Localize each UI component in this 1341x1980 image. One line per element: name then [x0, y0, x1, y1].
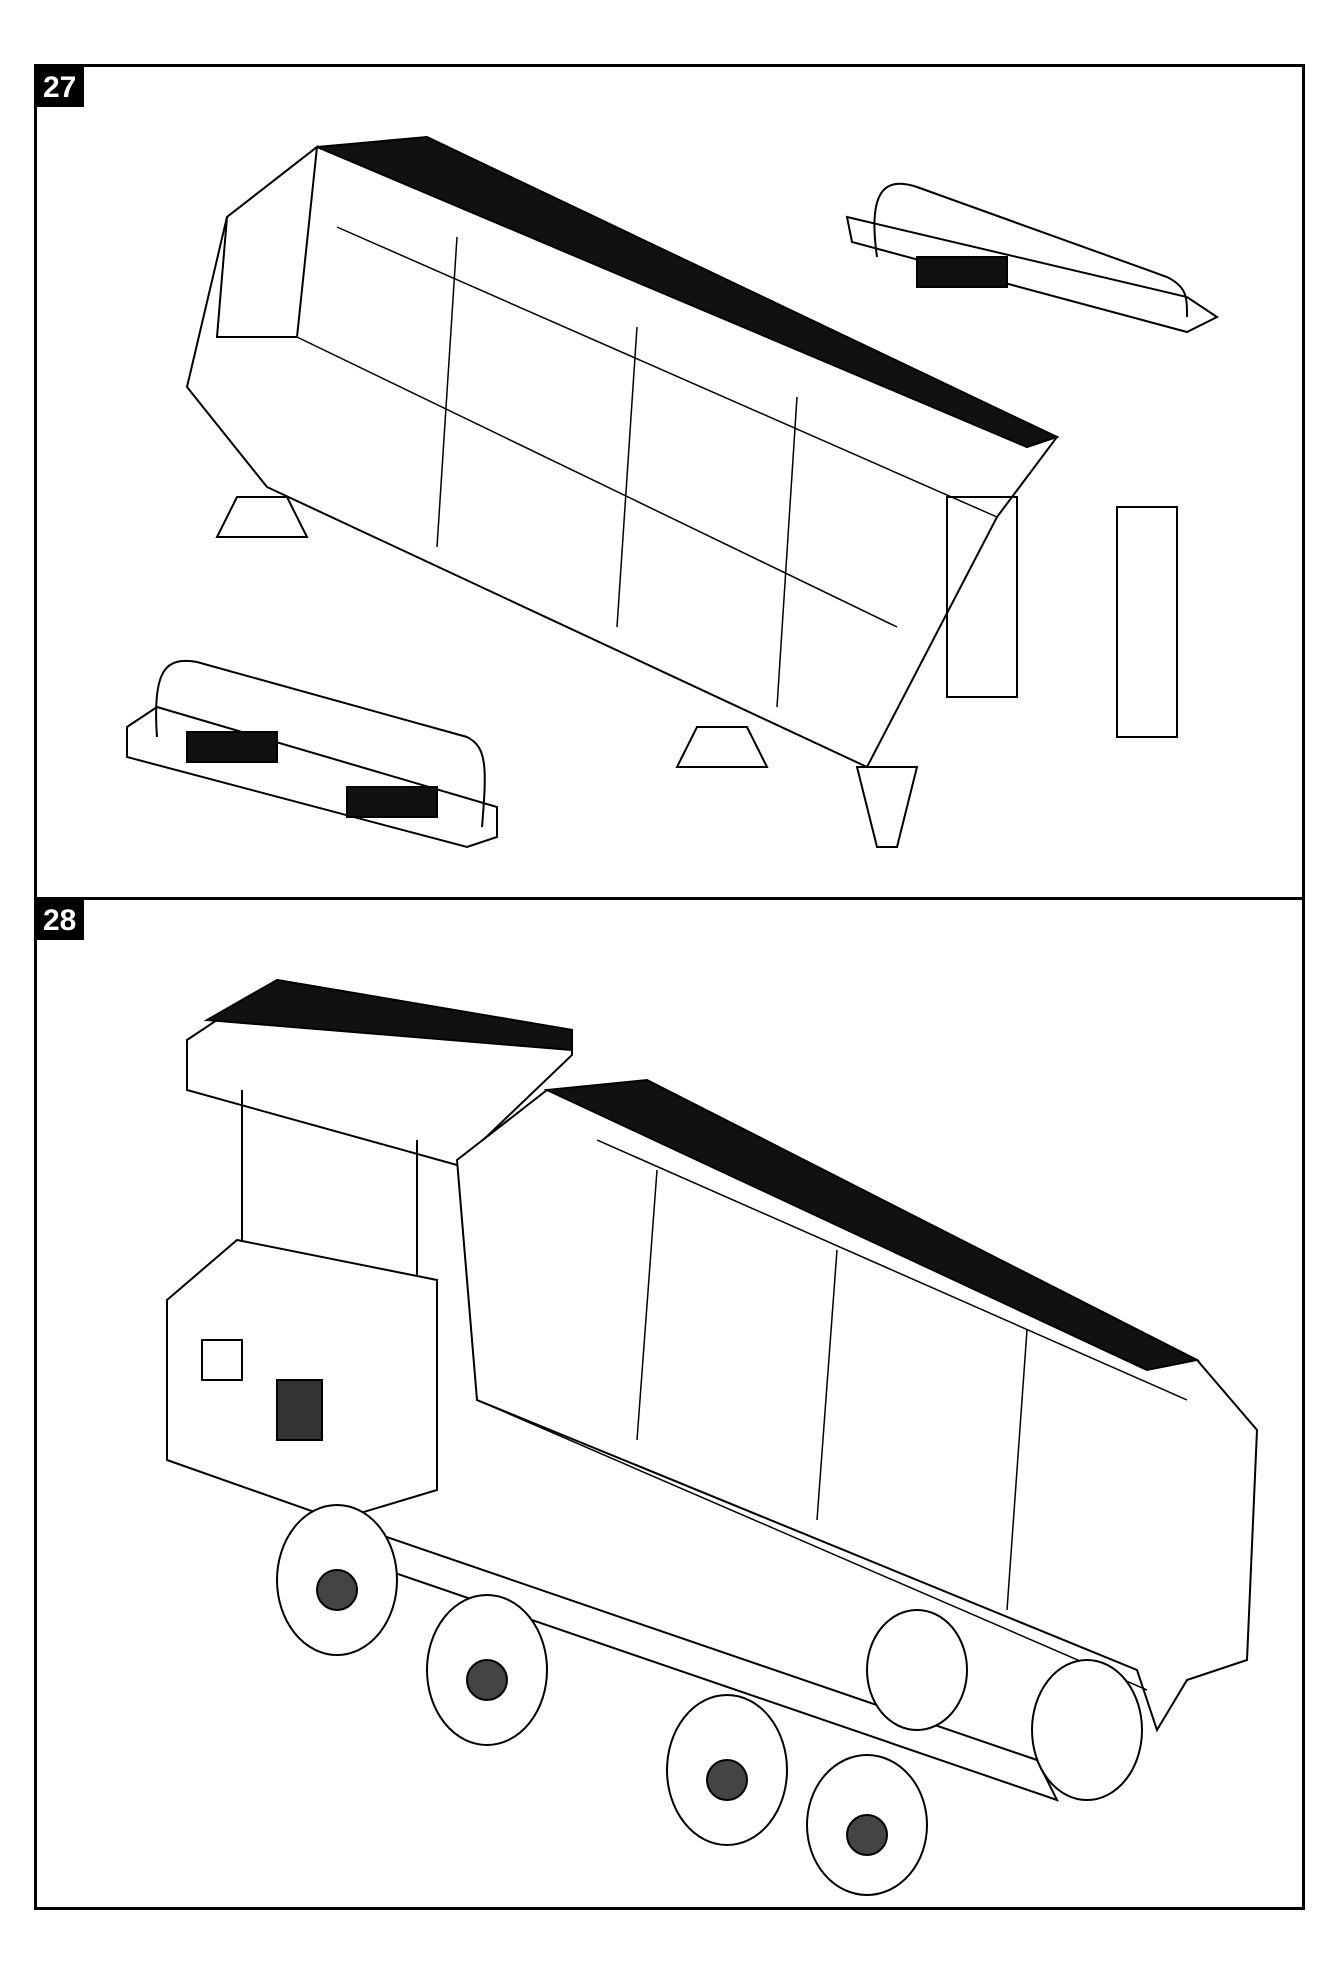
- trailer-body-assembly-drawing: [126, 135, 1219, 849]
- truck-assembly-drawing: [166, 978, 1259, 1896]
- step-28-panel: 28: [34, 897, 1305, 1910]
- step-number: 27: [37, 67, 85, 107]
- step-number: 28: [37, 900, 85, 940]
- step-27-panel: 27: [34, 64, 1305, 900]
